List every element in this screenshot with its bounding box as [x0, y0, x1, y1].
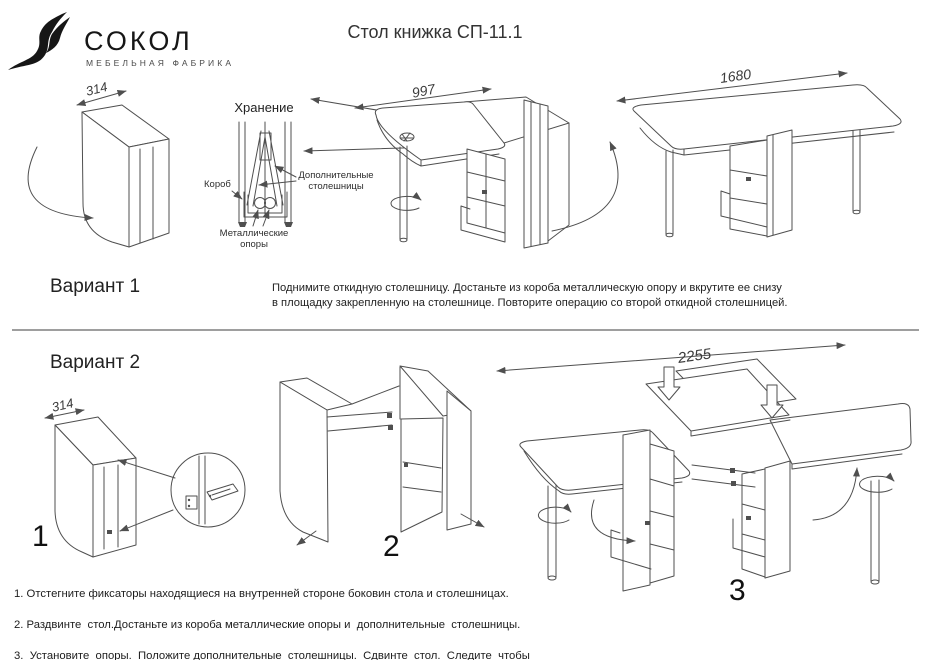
v1-half-open-table-drawing [354, 86, 619, 249]
v2-step2-drawing [279, 365, 485, 546]
brand-name: СОКОЛ [84, 26, 193, 56]
assembly-instruction-2: 2. Раздвинте стол.Достаньте из короба ме… [14, 619, 521, 632]
step-number-1: 1 [32, 520, 49, 553]
assembly-instruction-1: 1. Отстегните фиксаторы находящиеся на в… [14, 588, 509, 600]
brand-subtitle: МЕБЕЛЬНАЯ ФАБРИКА [86, 58, 235, 68]
v2-step1-drawing [44, 408, 246, 558]
storage-box-label: Короб [204, 179, 231, 190]
section-divider [12, 329, 919, 331]
variant1-heading: Вариант 1 [50, 276, 141, 297]
brand-swoosh-icon [8, 12, 70, 70]
variant1-instruction: Поднимите откидную столешницу. Достаньте… [272, 282, 788, 309]
assembly-instruction-3: 3. Установите опоры. Положите дополнител… [14, 650, 530, 660]
storage-title: Хранение [234, 100, 294, 115]
v1-full-open-table-drawing [616, 70, 902, 238]
storage-tops-label: Дополнительные столешницы [298, 170, 374, 192]
v1-folded-table-drawing [27, 89, 170, 248]
step-number-2: 2 [383, 530, 400, 563]
page-title: Стол книжка СП-11.1 [347, 22, 523, 42]
storage-supports-label: Металлические опоры [219, 228, 289, 250]
assembly-instructions: 1. Отстегните фиксаторы находящиеся на в… [14, 570, 566, 660]
step-number-3: 3 [729, 574, 746, 607]
v2-step3-drawing [496, 342, 912, 592]
variant2-heading: Вариант 2 [50, 352, 141, 373]
